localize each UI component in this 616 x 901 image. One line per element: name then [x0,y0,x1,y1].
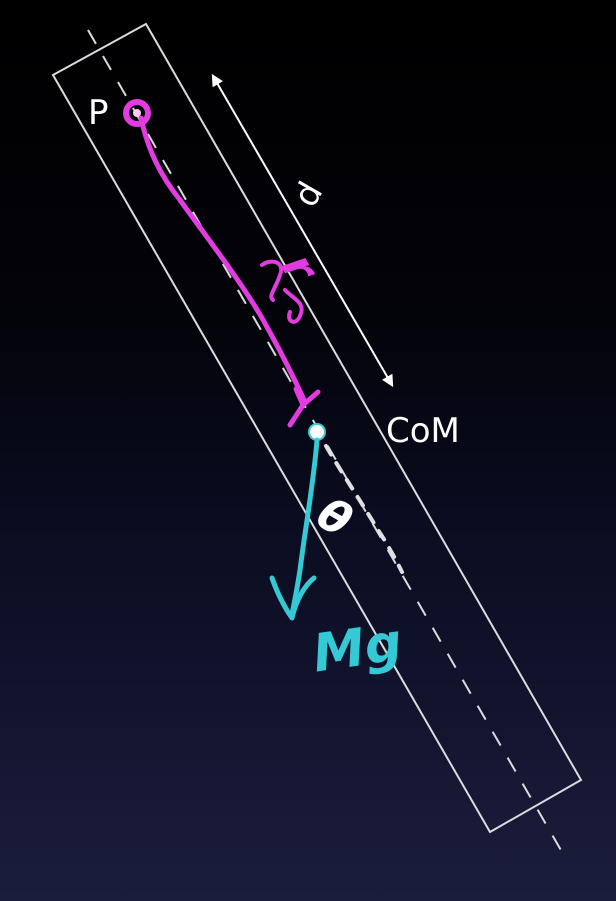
distance-label: d [286,175,331,214]
pivot-point [123,99,151,127]
center-of-mass-label: CoM [386,411,460,451]
rod-centerline [87,29,563,853]
rod-outline [51,22,583,834]
angle-label: θ [308,488,360,547]
r-label-stroke [260,259,304,324]
pivot-label: P [88,93,109,133]
svg-text:θ: θ [308,488,360,547]
gravity-force-vector [289,437,320,618]
pivot-dot [133,109,141,117]
r-vector-arrowhead [287,386,321,428]
gravity-force-label: Mg [309,613,405,685]
svg-text:Mg: Mg [309,613,405,685]
angle-reference-line [324,444,404,574]
distance-arrow [211,73,394,388]
gravity-force-arrowhead [269,575,317,621]
r-vector [138,115,308,405]
